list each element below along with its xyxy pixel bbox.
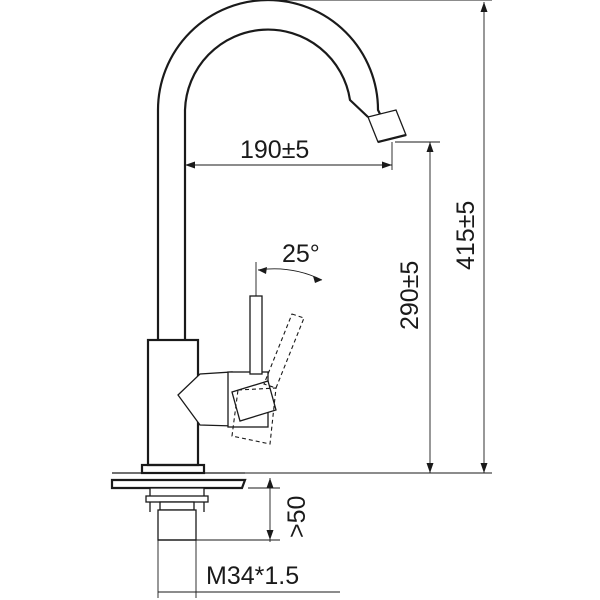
dim-spout-height: [395, 141, 440, 473]
mounting-base: [110, 463, 247, 541]
label-total-height: 415±5: [452, 201, 480, 270]
angle-indicator: [255, 262, 323, 296]
dim-clearance: [196, 478, 280, 542]
handle-lever-rotated: [231, 313, 305, 445]
label-spout-reach: 190±5: [240, 136, 309, 164]
label-spout-height: 290±5: [396, 261, 424, 330]
label-thread: M34*1.5: [206, 562, 299, 590]
faucet-spout: [156, 0, 407, 340]
dim-thread: [157, 540, 340, 598]
handle-lever: [231, 295, 277, 422]
label-clearance: >50: [283, 496, 311, 538]
label-handle-angle: 25°: [282, 240, 320, 268]
dim-spout-reach: [185, 142, 393, 170]
dim-total-height: [245, 0, 492, 474]
